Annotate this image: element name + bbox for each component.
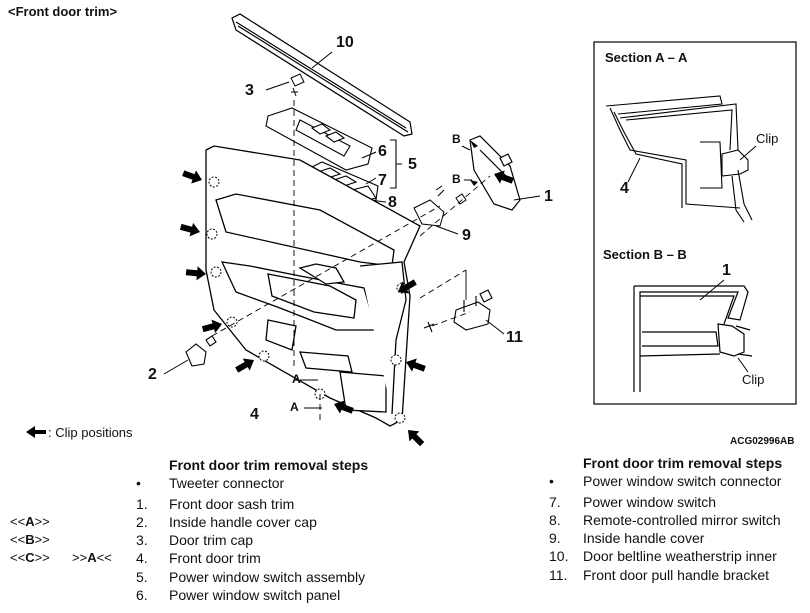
section-box (593, 41, 797, 405)
step-text: Front door sash trim (169, 496, 295, 512)
leader-2 (163, 359, 189, 375)
callout-2: 2 (148, 366, 157, 383)
step-num: 11. (549, 567, 568, 583)
section-bb-part: 1 (722, 262, 731, 279)
step-num: 2. (136, 514, 148, 530)
callout-5: 5 (408, 156, 417, 173)
steps-right-heading: Front door trim removal steps (583, 455, 783, 471)
step-num: • (549, 473, 554, 489)
page-title: <Front door trim> (8, 4, 118, 19)
leader-bb-clip (737, 357, 749, 373)
section-aa-title: Section A – A (605, 50, 688, 65)
section-mark-a2: A (290, 400, 299, 414)
leader-7 (365, 177, 377, 185)
callout-1: 1 (544, 188, 553, 205)
sash-trim-part (469, 135, 521, 211)
step-num: 5. (136, 569, 148, 585)
step-text: Remote-controlled mirror switch (583, 512, 781, 528)
procedure-mark-a: <<A>> (10, 514, 50, 529)
switch-panel-part (265, 107, 373, 171)
legend: : Clip positions (26, 425, 133, 440)
figure-id: ACG02996AB (730, 436, 795, 447)
step-num: 6. (136, 587, 148, 603)
step-num: 10. (549, 548, 569, 564)
callout-9: 9 (462, 227, 471, 244)
legend-label: : Clip positions (48, 425, 133, 440)
step-num: • (136, 475, 141, 491)
bracket-5 (390, 139, 402, 189)
step-text: Inside handle cover cap (169, 514, 317, 530)
leader-3 (265, 81, 290, 91)
leader-aa-4 (627, 157, 641, 183)
leader-aa-clip (739, 145, 757, 161)
section-aa-drawing (605, 95, 753, 223)
step-text: Power window switch connector (583, 473, 782, 489)
trim-cap-part (290, 73, 305, 97)
section-arrows (470, 140, 478, 186)
step-text: Door beltline weatherstrip inner (583, 548, 777, 564)
step-text: Front door trim (169, 550, 261, 566)
door-trim-panel (205, 145, 421, 427)
section-mark-a1: A (292, 372, 301, 386)
step-text: Inside handle cover (583, 530, 705, 546)
step-text: Power window switch assembly (169, 569, 366, 585)
section-bb-clip: Clip (742, 372, 765, 387)
assembly-lines (211, 100, 491, 420)
procedure-mark-c: <<C>> (10, 550, 50, 565)
leader-11 (485, 319, 505, 335)
callout-7: 7 (378, 172, 387, 189)
callout-8: 8 (388, 194, 397, 211)
step-num: 3. (136, 532, 148, 548)
door-trim-exploded-diagram (163, 13, 797, 450)
leader-bb-1 (699, 279, 725, 301)
handle-cover-cap-part (185, 335, 217, 367)
section-bb-drawing (633, 285, 753, 392)
section-mark-b2: B (452, 172, 461, 186)
step-text: Tweeter connector (169, 475, 285, 491)
pull-handle-bracket-part (423, 289, 493, 333)
callout-6: 6 (378, 143, 387, 160)
handle-cover-part (413, 185, 467, 227)
procedure-mark-b: <<B>> (10, 532, 50, 547)
callout-3: 3 (245, 82, 254, 99)
callout-11: 11 (506, 329, 523, 346)
step-num: 7. (549, 494, 561, 510)
section-aa-clip: Clip (756, 131, 779, 146)
procedure-mark-a-install: >>A<< (72, 550, 112, 565)
step-text: Door trim cap (169, 532, 254, 548)
callout-4: 4 (250, 406, 259, 423)
steps-left-heading: Front door trim removal steps (169, 457, 369, 473)
callout-10: 10 (336, 34, 354, 51)
leader-10 (311, 51, 333, 69)
clip-arrow-icon (26, 426, 46, 438)
leader-6 (361, 151, 377, 159)
leader-9 (435, 225, 459, 235)
step-text: Front door pull handle bracket (583, 567, 769, 583)
weatherstrip-part (231, 13, 413, 137)
step-text: Power window switch panel (169, 587, 341, 603)
section-aa-part: 4 (620, 180, 629, 197)
step-text: Power window switch (583, 494, 717, 510)
section-bb-title: Section B – B (603, 247, 687, 262)
step-num: 9. (549, 530, 561, 546)
section-mark-b1: B (452, 132, 461, 146)
step-num: 8. (549, 512, 561, 528)
step-num: 1. (136, 496, 148, 512)
leader-1 (513, 195, 541, 201)
step-num: 4. (136, 550, 148, 566)
